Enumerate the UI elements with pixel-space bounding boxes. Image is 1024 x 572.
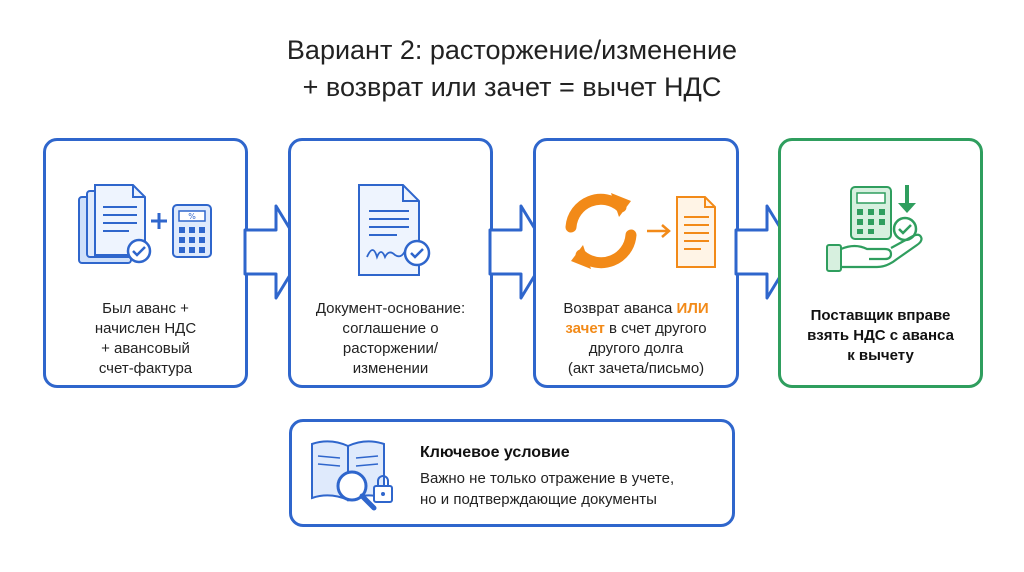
diagram-title: Вариант 2: расторжение/изменение + возвр… — [0, 32, 1024, 106]
signed-document-icon — [291, 181, 490, 281]
offset-highlight: зачет — [565, 320, 605, 337]
hand-calculator-icon — [781, 181, 980, 281]
step-text-basis-document: Документ-основание: соглашение о расторж… — [315, 300, 466, 377]
book-magnifier-lock-icon — [308, 434, 400, 516]
step-card-refund-or-offset: Возврат аванса ИЛИ зачет в счет другого … — [533, 138, 739, 388]
refund-exchange-icon — [536, 181, 736, 281]
step-card-vat-deduction: Поставщик вправе взять НДС с аванса к вы… — [778, 138, 983, 388]
step-text-advance: Был аванс + начислен НДС + авансовый сче… — [94, 300, 197, 377]
svg-text:%: % — [188, 212, 196, 221]
step-card-advance: % Был аванс + начислен НДС + авансовый с… — [43, 138, 248, 388]
title-line-2: + возврат или зачет = вычет НДС — [302, 72, 722, 102]
key-condition-title: Ключевое условие — [420, 444, 570, 461]
step-card-basis-document: Документ-основание: соглашение о расторж… — [288, 138, 493, 388]
or-highlight: ИЛИ — [676, 300, 709, 317]
title-line-1: Вариант 2: расторжение/изменение — [286, 35, 738, 65]
documents-calculator-icon: % — [46, 181, 245, 281]
key-condition-line-2: но и подтверждающие документы — [420, 491, 657, 508]
step-text-refund-or-offset: Возврат аванса ИЛИ зачет в счет другого … — [563, 300, 709, 377]
key-condition-box: Ключевое условие Важно не только отражен… — [289, 419, 735, 527]
step-text-vat-deduction: Поставщик вправе взять НДС с аванса к вы… — [807, 307, 954, 364]
key-condition-line-1: Важно не только отражение в учете, — [420, 470, 675, 487]
